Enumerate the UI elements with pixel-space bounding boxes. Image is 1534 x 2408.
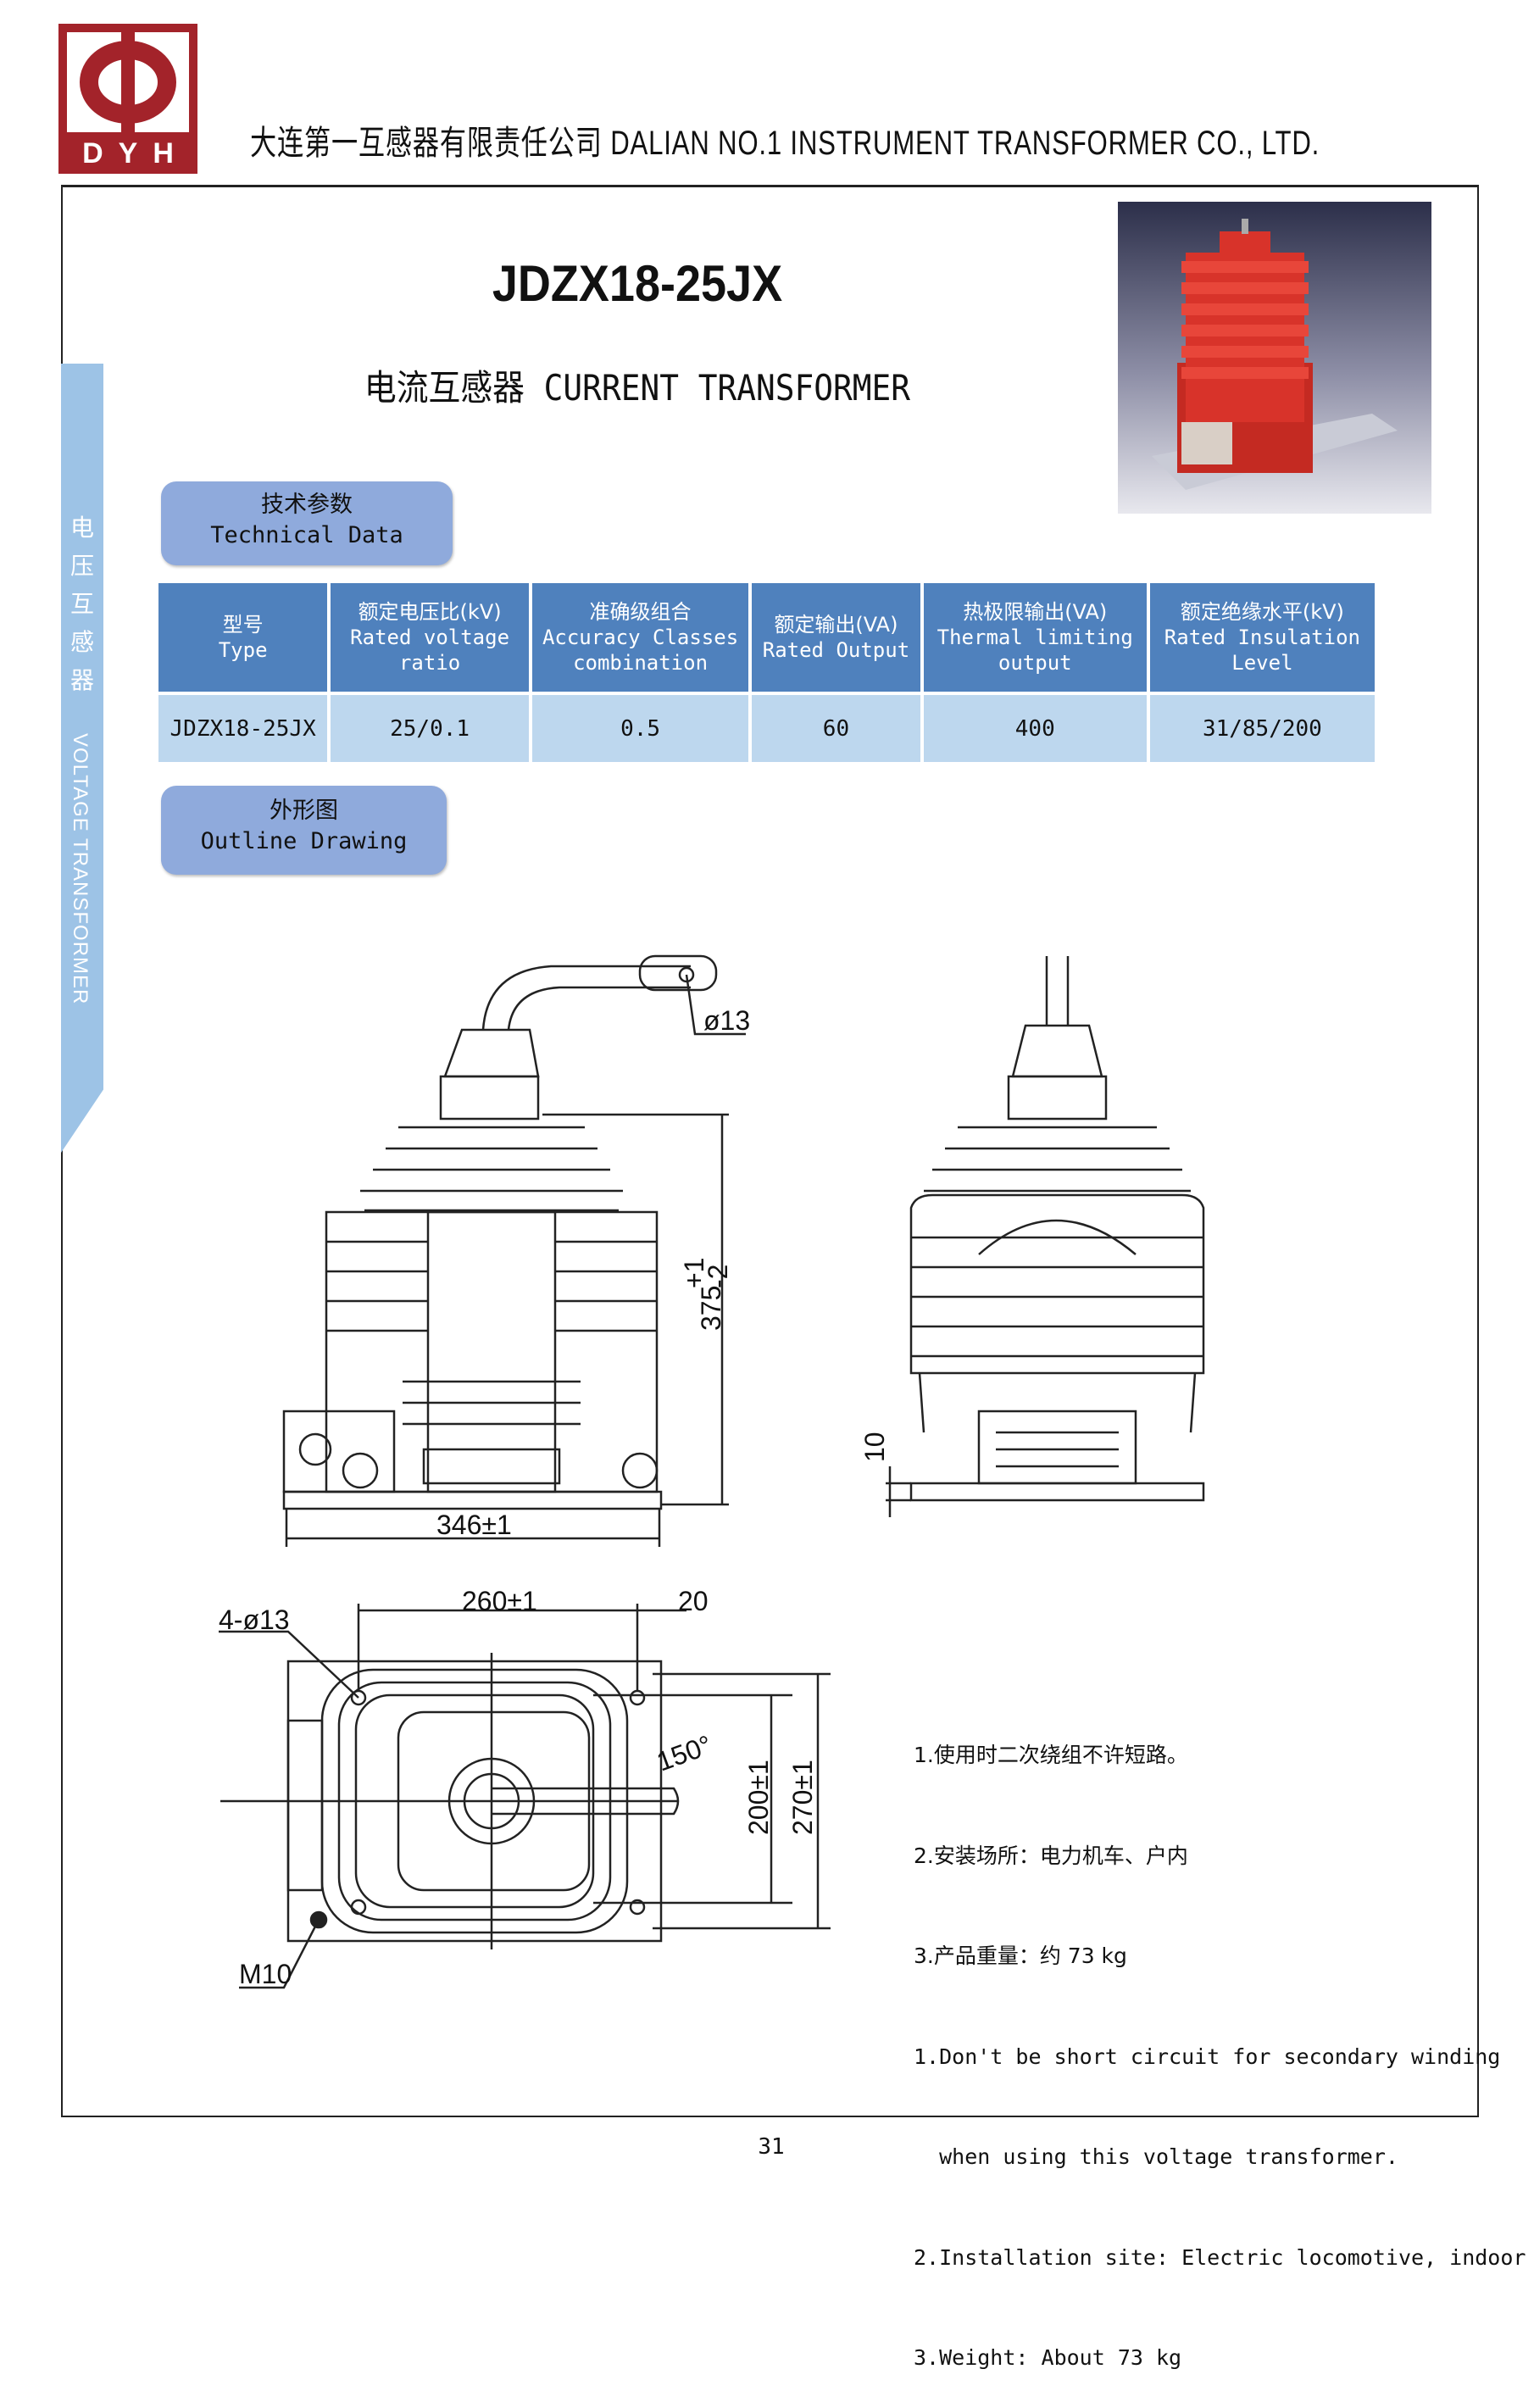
- cell-insulation: 31/85/200: [1149, 695, 1375, 762]
- outline-drawing-en: Outline Drawing: [200, 828, 408, 854]
- header-en: Rated voltage ratio: [350, 626, 510, 675]
- note-line: 1.Don't be short circuit for secondary w…: [914, 2044, 1501, 2069]
- dim-200-label: 200±1: [743, 1760, 774, 1835]
- note-line: 2.安装场所：电力机车、户内: [914, 1843, 1188, 1868]
- logo-text: DYH: [82, 137, 189, 170]
- note-line: 3.Weight: About 73 kg: [914, 2345, 1182, 2370]
- dim-angle-label: 150°: [653, 1729, 716, 1777]
- header-insulation: 额定绝缘水平(kV)Rated Insulation Level: [1149, 583, 1375, 692]
- bottom-view-drawing: [219, 1604, 831, 1989]
- product-photo: [1118, 202, 1431, 514]
- header-cn: 额定电压比(kV): [358, 600, 502, 624]
- front-view-drawing: [282, 954, 746, 1547]
- note-line: 3.产品重量：约 73 kg: [914, 1944, 1127, 1968]
- technical-data-cn: 技术参数: [261, 492, 353, 518]
- note-line: 1.使用时二次绕组不许短路。: [914, 1743, 1188, 1767]
- dim-height-tol-minus: -2: [703, 1265, 733, 1288]
- company-name: 大连第一互感器有限责任公司 DALIAN NO.1 INSTRUMENT TRA…: [250, 125, 1320, 162]
- header-rated-output: 额定输出(VA)Rated Output: [752, 583, 920, 692]
- header-en: Accuracy Classes combination: [542, 626, 739, 675]
- header-cn: 准确级组合: [589, 600, 692, 624]
- header-voltage-ratio: 额定电压比(kV)Rated voltage ratio: [331, 583, 529, 692]
- page-number: 31: [758, 2134, 785, 2160]
- cell-type: JDZX18-25JX: [158, 695, 328, 762]
- dim-270-label: 270±1: [787, 1760, 818, 1835]
- outline-drawings: ø13 375 +1 -2 346±1 10 260±1 20: [219, 954, 1205, 1989]
- cell-voltage-ratio: 25/0.1: [331, 695, 529, 762]
- technical-data-label: 技术参数 Technical Data: [161, 481, 453, 565]
- header-cn: 额定输出(VA): [774, 613, 898, 637]
- dim-holes-label: 4-ø13: [219, 1604, 290, 1635]
- sidebar-char: 电: [69, 514, 94, 542]
- sidebar-strip: [61, 364, 103, 1153]
- dim-height-tol-plus: +1: [679, 1258, 709, 1288]
- outline-drawing-cn: 外形图: [270, 798, 338, 824]
- dim-base-label: 10: [859, 1432, 890, 1462]
- product-subtitle: 电流互感器 CURRENT TRANSFORMER: [364, 367, 911, 409]
- notes: 1.使用时二次绕组不许短路。 2.安装场所：电力机车、户内 3.产品重量：约 7…: [914, 1671, 1526, 2408]
- header-cn: 型号: [222, 613, 264, 637]
- header-en: Type: [218, 638, 268, 662]
- shed-stack: [360, 1126, 623, 1212]
- product-model-title: JDZX18-25JX: [492, 255, 783, 312]
- cell-accuracy: 0.5: [531, 695, 749, 762]
- note-line: when using this voltage transformer.: [914, 2144, 1398, 2169]
- technical-data-en: Technical Data: [210, 522, 403, 548]
- header-cn: 额定绝缘水平(kV): [1180, 600, 1344, 624]
- header-en: Rated Insulation Level: [1164, 626, 1360, 675]
- header-en: Rated Output: [762, 638, 910, 662]
- dim-width-label: 346±1: [436, 1510, 512, 1540]
- sidebar-char: 压: [69, 552, 94, 580]
- dim-d13-label: ø13: [703, 1005, 750, 1036]
- dim-thread-label: M10: [239, 1959, 292, 1989]
- company-logo: DYH: [58, 24, 197, 174]
- table-row: JDZX18-25JX 25/0.1 0.5 60 400 31/85/200: [158, 695, 1375, 762]
- sidebar-char: 器: [69, 666, 94, 694]
- dim-height-label: 375: [696, 1286, 726, 1331]
- dim-offset-label: 20: [678, 1586, 709, 1616]
- phi-logo-icon: [80, 32, 176, 132]
- header-thermal-output: 热极限输出(VA)Thermal limiting output: [923, 583, 1147, 692]
- side-view-drawing: [886, 956, 1205, 1517]
- header-en: Thermal limiting output: [937, 626, 1133, 675]
- sidebar-char: 互: [69, 590, 94, 618]
- outline-drawing-label: 外形图 Outline Drawing: [161, 786, 447, 875]
- header-cn: 热极限输出(VA): [963, 600, 1108, 624]
- sidebar-label-en: VOLTAGE TRANSFORMER: [69, 733, 92, 1005]
- sidebar-char: 感: [69, 628, 94, 656]
- note-line: 2.Installation site: Electric locomotive…: [914, 2244, 1526, 2270]
- cell-thermal-output: 400: [923, 695, 1147, 762]
- cell-rated-output: 60: [752, 695, 920, 762]
- dim-span-label: 260±1: [462, 1586, 537, 1616]
- sidebar-label-cn: 电 压 互 感 器: [61, 509, 103, 699]
